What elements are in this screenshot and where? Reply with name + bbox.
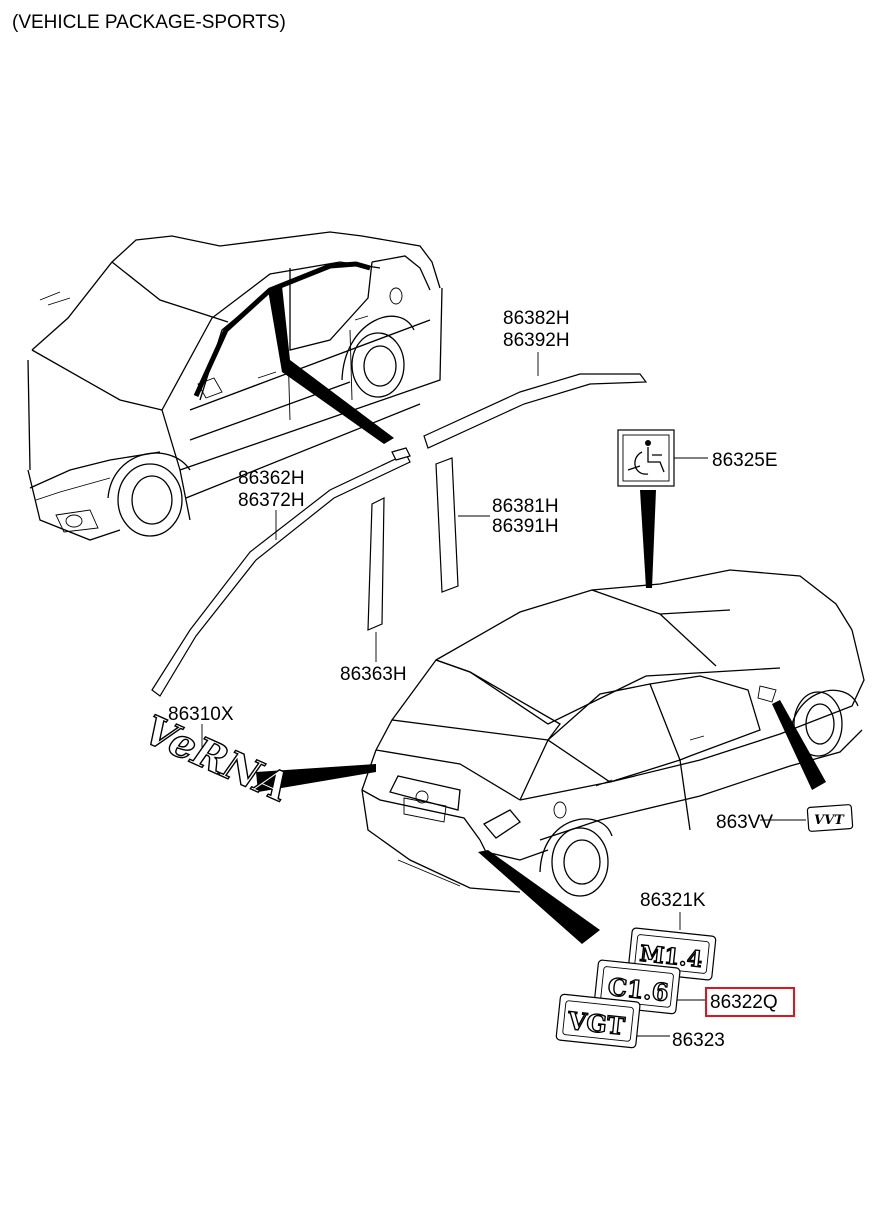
svg-text:VGT: VGT	[565, 1006, 626, 1041]
rear-door-frame-moulding	[423, 373, 648, 449]
rear-door-pillar	[435, 457, 459, 593]
diagram-title: (VEHICLE PACKAGE-SPORTS)	[12, 12, 286, 33]
label-86381H: 86381H	[492, 496, 559, 517]
front-door-frame-moulding	[151, 453, 411, 697]
handicap-sticker	[617, 429, 675, 588]
highlighted-part-box	[705, 987, 795, 1017]
label-86322Q[interactable]: 86322Q	[710, 992, 778, 1013]
label-86391H: 86391H	[492, 516, 559, 537]
label-86363H: 86363H	[340, 664, 407, 685]
svg-text:VVT: VVT	[814, 813, 845, 828]
label-86382H: 86382H	[503, 308, 570, 329]
label-86362H: 86362H	[238, 468, 305, 489]
label-86392H: 86392H	[503, 330, 570, 351]
front-door-pillar	[367, 497, 385, 631]
leader-lines	[201, 352, 806, 1037]
label-86372H: 86372H	[238, 490, 305, 511]
label-86323: 86323	[672, 1030, 725, 1051]
vgt-badge: VGT	[555, 993, 641, 1049]
label-863VV: 863VV	[716, 812, 773, 833]
rear-car-illustration	[256, 569, 865, 944]
vvt-badge: VVT	[806, 804, 854, 832]
label-86310X: 86310X	[168, 704, 234, 725]
moulding-parts	[151, 373, 648, 697]
label-86321K: 86321K	[640, 890, 706, 911]
part-labels: 86382H 86392H 86325E 86362H 86372H 86381…	[168, 308, 778, 1051]
front-car-illustration	[27, 231, 443, 541]
label-86325E: 86325E	[712, 450, 778, 471]
